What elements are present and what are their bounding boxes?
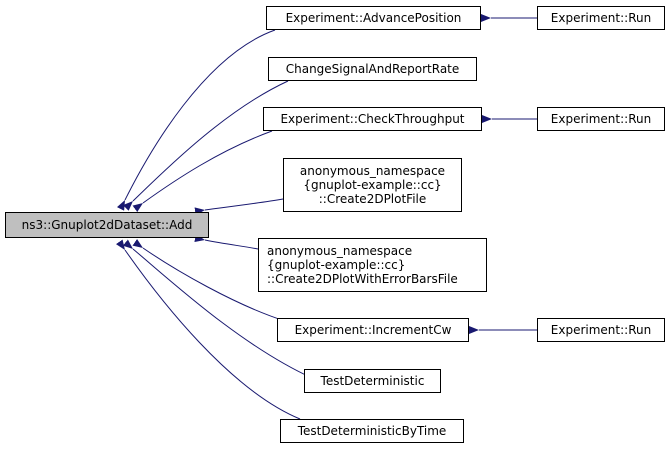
node-label: TestDeterministic bbox=[320, 374, 425, 388]
node-label: Experiment::Run bbox=[550, 112, 652, 126]
caller-node-check-throughput[interactable]: Experiment::CheckThroughput bbox=[263, 107, 482, 131]
edge-testdet-to-add bbox=[122, 239, 313, 379]
node-label-line: anonymous_namespace bbox=[267, 244, 413, 258]
root-node-gnuplot2ddataset-add[interactable]: ns3::Gnuplot2dDataset::Add bbox=[5, 212, 209, 238]
caller-node-create2dplotwitherrorbarsfile[interactable]: anonymous_namespace {gnuplot-example::cc… bbox=[258, 238, 487, 292]
node-label: Experiment::AdvancePosition bbox=[285, 11, 462, 25]
node-label: Experiment::Run bbox=[550, 11, 652, 25]
node-label: Experiment::IncrementCw bbox=[294, 323, 452, 337]
edge-check-to-add bbox=[132, 130, 273, 213]
caller-node-test-deterministic-by-time[interactable]: TestDeterministicByTime bbox=[280, 419, 464, 443]
edge-increment-to-add bbox=[132, 239, 286, 322]
node-label: TestDeterministicByTime bbox=[297, 424, 447, 438]
caller-node-experiment-run-1[interactable]: Experiment::Run bbox=[537, 6, 665, 30]
caller-node-experiment-run-3[interactable]: Experiment::Run bbox=[537, 318, 665, 342]
node-label: Experiment::CheckThroughput bbox=[280, 112, 465, 126]
edge-create2d-to-add bbox=[194, 198, 284, 216]
root-node-label: ns3::Gnuplot2dDataset::Add bbox=[21, 218, 193, 232]
node-label: Experiment::Run bbox=[550, 323, 652, 337]
node-label-line: anonymous_namespace bbox=[299, 164, 446, 178]
caller-node-change-signal-and-report-rate[interactable]: ChangeSignalAndReportRate bbox=[268, 57, 477, 81]
node-label-line: ::Create2DPlotFile bbox=[318, 192, 427, 206]
edge-change-to-add bbox=[123, 80, 289, 211]
caller-node-advance-position[interactable]: Experiment::AdvancePosition bbox=[266, 6, 481, 30]
node-label-line: ::Create2DPlotWithErrorBarsFile bbox=[267, 272, 458, 286]
caller-node-experiment-run-2[interactable]: Experiment::Run bbox=[537, 107, 665, 131]
node-label-line: {gnuplot-example::cc} bbox=[267, 258, 406, 272]
caller-node-increment-cw[interactable]: Experiment::IncrementCw bbox=[277, 318, 469, 342]
edge-create2derr-to-add bbox=[194, 234, 259, 250]
caller-node-test-deterministic[interactable]: TestDeterministic bbox=[304, 369, 441, 393]
node-label-line: {gnuplot-example::cc} bbox=[303, 178, 442, 192]
node-label: ChangeSignalAndReportRate bbox=[285, 62, 460, 76]
edge-advance-to-add bbox=[116, 29, 276, 211]
caller-node-create2dplotfile[interactable]: anonymous_namespace {gnuplot-example::cc… bbox=[283, 158, 462, 212]
edge-testdettime-to-add bbox=[115, 239, 301, 420]
